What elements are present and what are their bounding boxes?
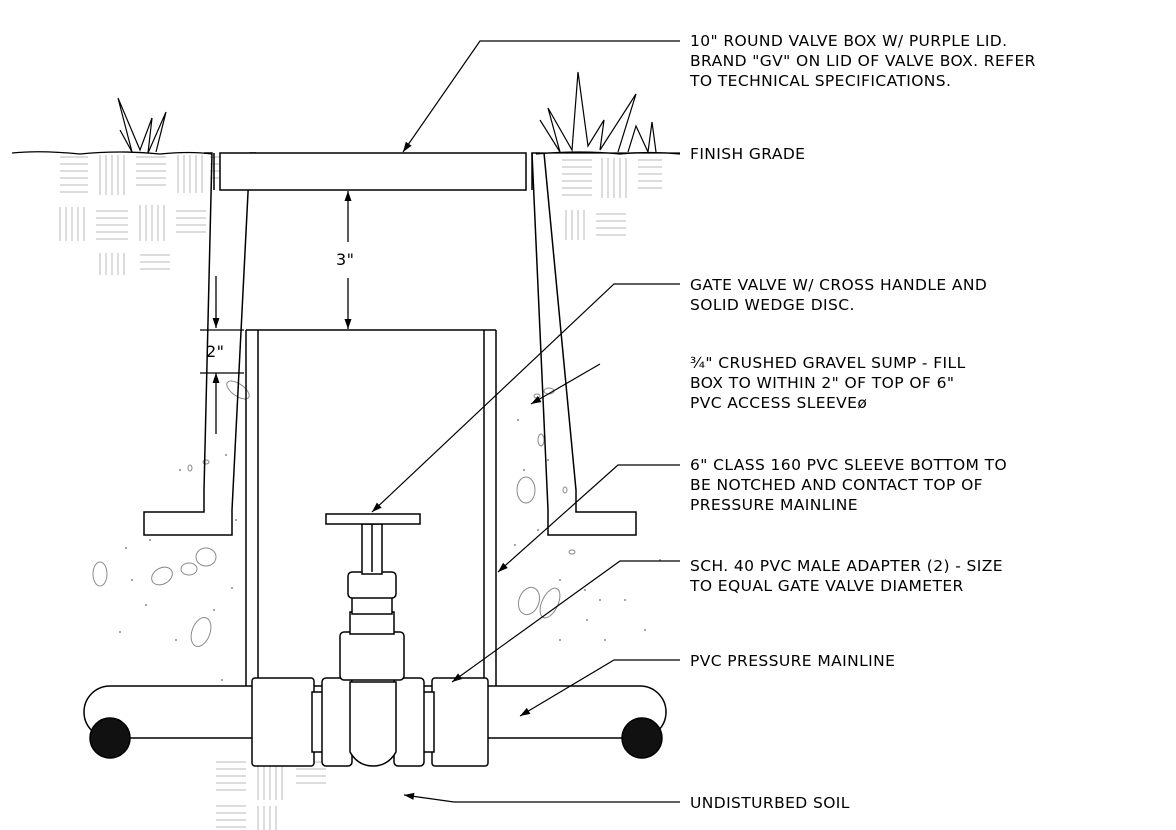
callout-gravel-line-1: ¾" CRUSHED GRAVEL SUMP - FILL xyxy=(690,354,966,372)
callout-mainline: PVC PRESSURE MAINLINE xyxy=(690,652,896,670)
callout-gate-valve-line-2: SOLID WEDGE DISC. xyxy=(690,296,855,314)
soil-hatching xyxy=(59,155,662,830)
gate-valve xyxy=(251,513,489,767)
dimension-lines xyxy=(200,191,352,434)
callout-gravel-line-2: BOX TO WITHIN 2" OF TOP OF 6" xyxy=(690,374,955,392)
gravel-dots xyxy=(119,419,661,681)
callout-finish-grade: FINISH GRADE xyxy=(690,145,806,163)
callout-adapter-line-1: SCH. 40 PVC MALE ADAPTER (2) - SIZE xyxy=(690,557,1003,575)
callout-adapter-line-2: TO EQUAL GATE VALVE DIAMETER xyxy=(690,577,964,595)
callout-gate-valve-line-1: GATE VALVE W/ CROSS HANDLE AND xyxy=(690,276,988,294)
callout-undisturbed-soil: UNDISTURBED SOIL xyxy=(690,794,850,812)
grass-tuft-right xyxy=(539,71,657,155)
grass-tuft-left xyxy=(117,97,167,154)
male-adapter-left xyxy=(251,677,315,767)
callout-gravel-line-3: PVC ACCESS SLEEVEø xyxy=(690,394,868,412)
valve-box-lid xyxy=(219,152,527,191)
callout-valve-box-line-1: 10" ROUND VALVE BOX W/ PURPLE LID. xyxy=(690,32,1008,50)
male-adapter-right xyxy=(431,677,489,767)
callout-valve-box-line-3: TO TECHNICAL SPECIFICATIONS. xyxy=(690,72,952,90)
valve-box xyxy=(143,152,637,536)
callout-valve-box-line-2: BRAND "GV" ON LID OF VALVE BOX. REFER xyxy=(690,52,1036,70)
callout-sleeve-line-3: PRESSURE MAINLINE xyxy=(690,496,858,514)
dimension-label-3-inch: 3" xyxy=(336,250,355,269)
callout-sleeve-line-1: 6" CLASS 160 PVC SLEEVE BOTTOM TO xyxy=(690,456,1008,474)
dimension-label-2-inch: 2" xyxy=(206,342,225,361)
callout-leaders xyxy=(371,40,680,803)
pvc-access-sleeve xyxy=(245,329,497,690)
callout-sleeve-line-2: BE NOTCHED AND CONTACT TOP OF xyxy=(690,476,983,494)
